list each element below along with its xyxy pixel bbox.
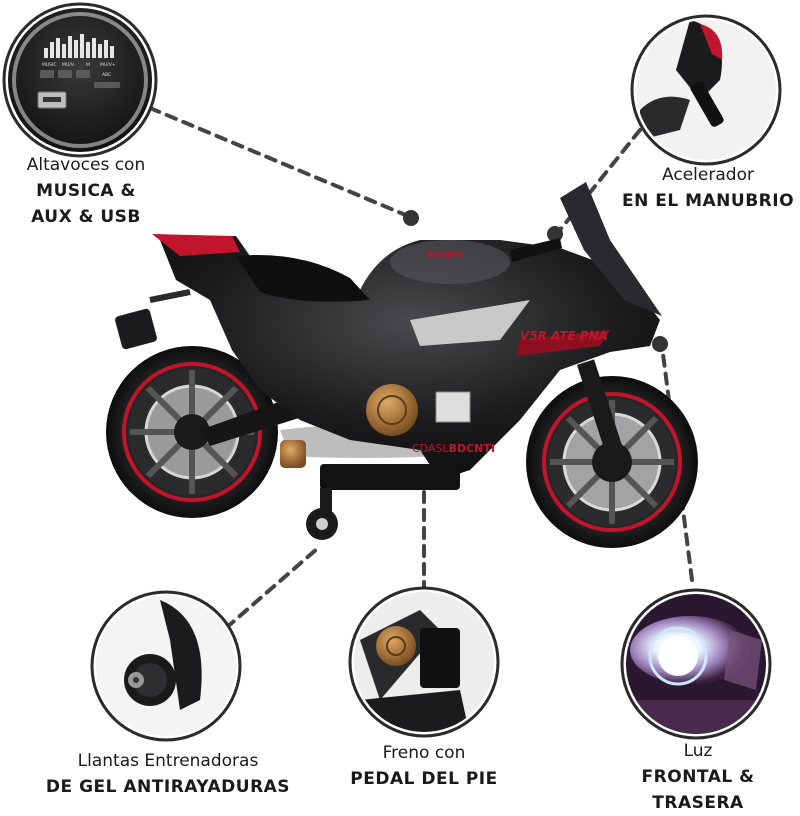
fairing-text: V5R ATE PNA — [520, 329, 608, 343]
training-wheel — [306, 488, 338, 540]
label-throttle-line2: EN EL MANUBRIO — [621, 191, 795, 211]
rear-wheel — [106, 346, 278, 518]
label-brake-line2: PEDAL DEL PIE — [350, 769, 498, 789]
windscreen — [560, 182, 662, 316]
label-light: Luz FRONTAL & TRASERA — [596, 738, 800, 816]
tank-logo: BDCNTI — [426, 251, 464, 261]
leader-speakers — [148, 106, 410, 218]
callout-training-wheel-image — [90, 590, 242, 742]
label-brake-line1: Freno con — [382, 743, 466, 763]
label-light-line1: Luz — [683, 741, 713, 761]
side-text: CDASLBDCNTI — [412, 442, 495, 455]
motorcycle: BDCNTI V5R ATE PNA CDASLBDCNTI — [106, 182, 698, 548]
label-training-wheels-line2: DE GEL ANTIRAYADURAS — [45, 777, 291, 797]
side-speaker — [366, 384, 418, 436]
svg-text:MUSIC: MUSIC — [42, 62, 57, 68]
callout-brake-image — [348, 586, 500, 738]
brake-pedal — [320, 464, 460, 490]
tail-accent — [152, 234, 240, 256]
label-training-wheels: Llantas Entrenadoras DE GEL ANTIRAYADURA… — [40, 748, 296, 800]
label-speakers-line2: MUSICA & — [36, 181, 136, 201]
pedal — [420, 628, 460, 688]
callout-light-image — [620, 588, 772, 740]
svg-text:M: M — [86, 62, 90, 68]
label-light-line2: FRONTAL & TRASERA — [641, 767, 755, 813]
svg-text:ABC: ABC — [102, 72, 111, 78]
svg-text:MU/V-: MU/V- — [62, 62, 76, 68]
label-training-wheels-line1: Llantas Entrenadoras — [77, 751, 259, 771]
callout-throttle-image — [630, 14, 782, 166]
callout-speakers-image: MUSIC MU/V- M MU/V+ ABC — [2, 2, 158, 158]
panel-buttons: MUSIC MU/V- M MU/V+ ABC — [40, 62, 120, 88]
svg-text:MU/V+: MU/V+ — [100, 62, 116, 68]
label-speakers: Altavoces con MUSICA & AUX & USB — [0, 152, 172, 230]
label-throttle: Acelerador EN EL MANUBRIO — [616, 162, 800, 214]
headlight-bulb — [658, 636, 698, 676]
bike-seat — [236, 254, 370, 302]
label-speakers-line1: Altavoces con — [26, 155, 146, 175]
label-brake: Freno con PEDAL DEL PIE — [340, 740, 508, 792]
front-wheel — [526, 376, 698, 548]
leader-training-wheels — [224, 546, 320, 630]
equalizer-display — [44, 34, 114, 58]
label-throttle-line1: Acelerador — [662, 165, 754, 185]
label-speakers-line3: AUX & USB — [31, 207, 141, 227]
